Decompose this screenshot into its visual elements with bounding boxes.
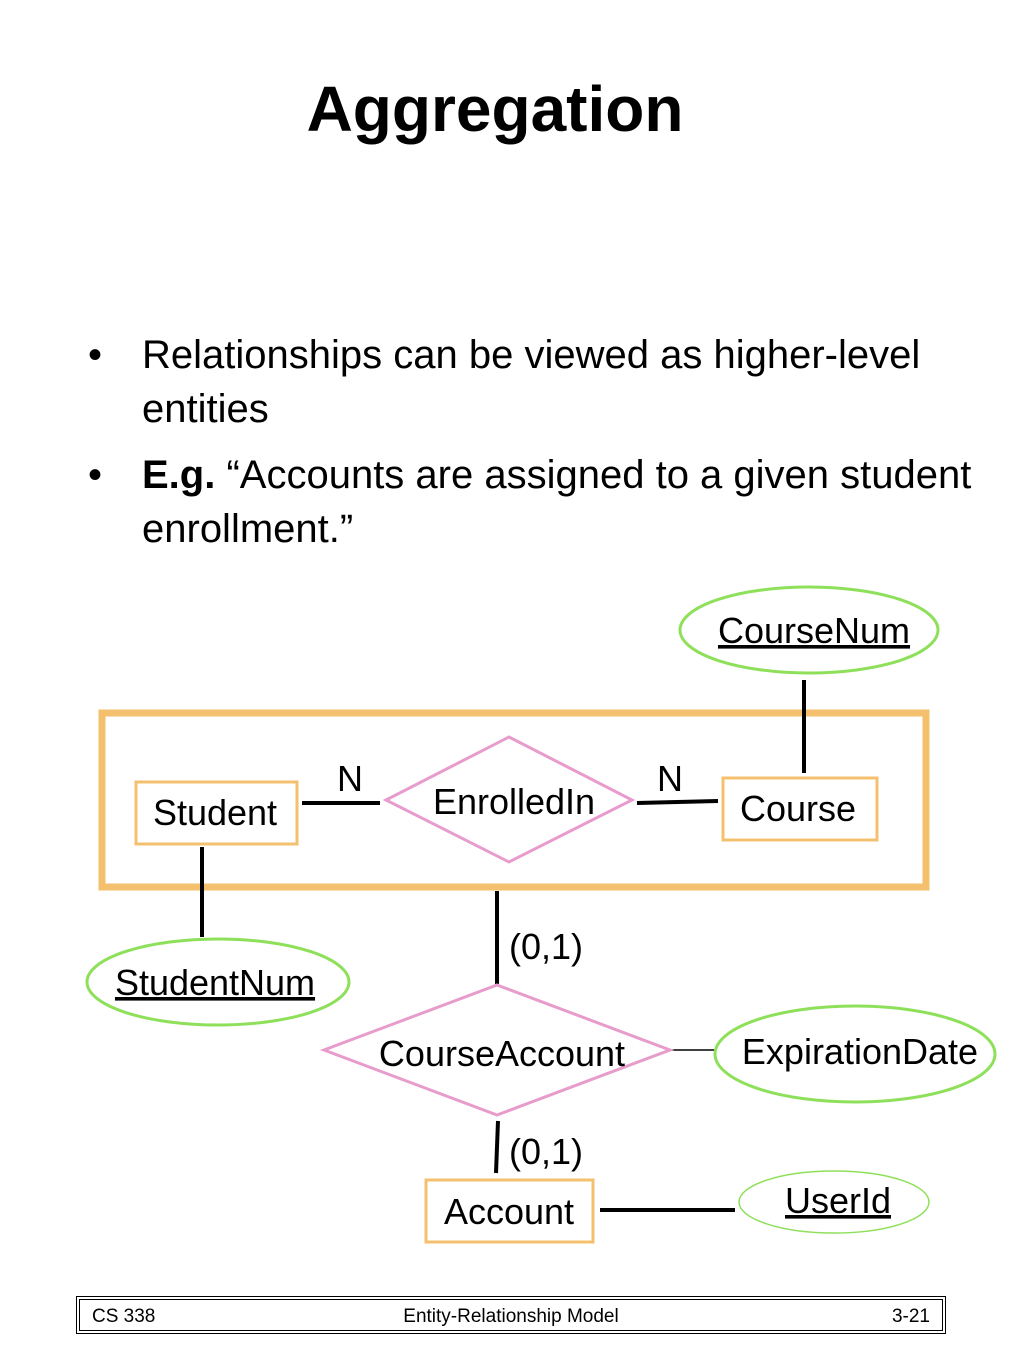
- slide-footer: CS 338 Entity-Relationship Model 3-21: [76, 1296, 946, 1334]
- bullet-text: “Accounts are assigned to a given studen…: [142, 453, 972, 551]
- cardinality-course-enrolledin: N: [657, 758, 683, 799]
- bullet-item: • Relationships can be viewed as higher-…: [88, 328, 988, 436]
- attribute-studentnum-label: StudentNum: [115, 962, 315, 1003]
- cardinality-aggregate-courseaccount: (0,1): [509, 926, 583, 967]
- bullet-marker: •: [88, 333, 103, 377]
- entity-course-label: Course: [740, 788, 856, 829]
- slide-title: Aggregation: [306, 73, 684, 145]
- attribute-coursenum: [678, 585, 940, 675]
- attribute-expirationdate: [713, 1004, 997, 1104]
- aggregation-box: [98, 709, 930, 891]
- bullet-text: Relationships can be viewed as higher-le…: [142, 333, 921, 431]
- relationship-enrolledin-label: EnrolledIn: [433, 781, 595, 822]
- bullet-item: • E.g. “Accounts are assigned to a given…: [88, 448, 988, 556]
- connector-courseaccount-account: [494, 1120, 500, 1174]
- footer-slide-number: 3-21: [891, 1306, 930, 1327]
- entity-course: [721, 776, 879, 842]
- relationship-courseaccount-label: CourseAccount: [379, 1033, 625, 1074]
- bullet-list: • Relationships can be viewed as higher-…: [88, 328, 988, 568]
- cardinality-student-enrolledin: N: [337, 758, 363, 799]
- bullet-marker: •: [88, 453, 103, 497]
- entity-account-label: Account: [444, 1191, 574, 1232]
- relationship-enrolledin: [382, 735, 636, 864]
- relationship-courseaccount: [319, 983, 675, 1117]
- attribute-coursenum-label: CourseNum: [718, 610, 910, 651]
- entity-account: [424, 1178, 595, 1244]
- attribute-expirationdate-label: ExpirationDate: [742, 1031, 978, 1072]
- attribute-userid: [738, 1170, 930, 1234]
- cardinality-account-courseaccount: (0,1): [509, 1131, 583, 1172]
- bullet-bold-prefix: E.g.: [142, 453, 216, 497]
- entity-student-label: Student: [153, 792, 277, 833]
- connector-enrolledin-course: [636, 799, 719, 805]
- entity-student: [134, 780, 299, 846]
- footer-topic: Entity-Relationship Model: [403, 1306, 619, 1327]
- attribute-studentnum: [85, 937, 351, 1027]
- footer-course-code: CS 338: [92, 1306, 156, 1327]
- attribute-userid-label: UserId: [785, 1180, 891, 1221]
